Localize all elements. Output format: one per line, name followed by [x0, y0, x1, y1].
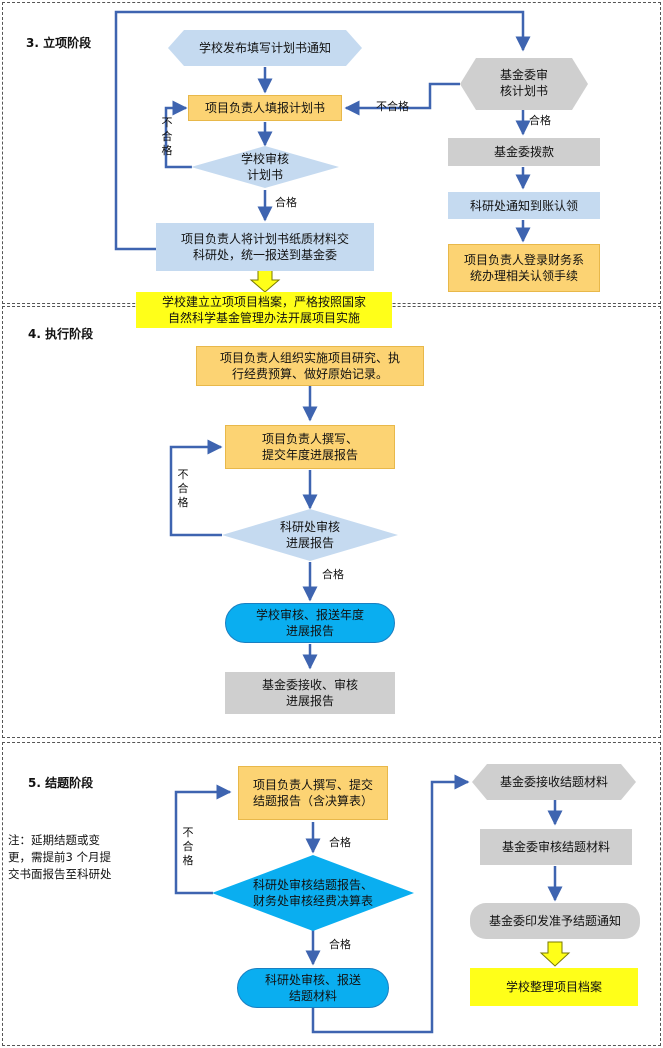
down-arrow-icon: [539, 941, 571, 967]
label-fail-fund: 不合格: [376, 100, 409, 113]
node-implement: 项目负责人组织实施项目研究、执 行经费预算、做好原始记录。: [196, 346, 424, 386]
section-stage5: [2, 742, 661, 1046]
node-fund-review: 基金委审 核计划书: [499, 68, 548, 98]
note-extension: 注：延期结题或变 更，需提前3 个月提 交书面报告至科研处: [8, 833, 112, 881]
node-finance-login: 项目负责人登录财务系 统办理相关认领手续: [448, 244, 600, 292]
node-school-submit: 学校审核、报送年度 进展报告: [225, 603, 395, 643]
node-fund-receive-report: 基金委接收、审核 进展报告: [225, 672, 395, 714]
node-write-report: 项目负责人撰写、 提交年度进展报告: [225, 425, 395, 469]
down-arrow-icon: [249, 269, 281, 293]
node-review-final: 科研处审核结题报告、 财务处审核经费决算表: [252, 878, 373, 908]
section-title-stage3: 3. 立项阶段: [26, 36, 92, 50]
node-notice: 学校发布填写计划书通知: [198, 41, 331, 55]
label-pass-school: 合格: [275, 196, 297, 209]
node-school-review: 学校审核 计划书: [240, 152, 289, 182]
node-fill-plan: 项目负责人填报计划书: [188, 95, 342, 121]
node-fund-approve: 基金委印发准予结题通知: [470, 903, 640, 939]
node-submit-paper: 项目负责人将计划书纸质材料交 科研处，统一报送到基金委: [156, 223, 374, 271]
notice-shape: [168, 30, 362, 66]
review-final-shape: [212, 855, 414, 931]
section-title-stage4: 4. 执行阶段: [28, 327, 94, 341]
label-pass-write: 合格: [329, 836, 351, 849]
section-title-stage5: 5. 结题阶段: [28, 776, 94, 790]
node-archive-start: 学校建立立项项目档案，严格按照国家 自然科学基金管理办法开展项目实施: [136, 292, 392, 328]
label-fail-report: 不 合 格: [177, 468, 189, 509]
node-write-final: 项目负责人撰写、提交 结题报告（含决算表）: [238, 766, 388, 820]
node-fund-review-final: 基金委审核结题材料: [480, 829, 632, 865]
fund-review-shape: [460, 58, 588, 110]
node-archive: 学校整理项目档案: [470, 968, 638, 1006]
label-pass-fund: 合格: [529, 114, 551, 127]
node-review-report: 科研处审核 进展报告: [279, 520, 340, 550]
review-report-shape: [222, 509, 398, 561]
node-arrival-notice: 科研处通知到账认领: [448, 192, 600, 219]
label-fail-plan: 不 合 格: [161, 116, 173, 157]
school-review-shape: [191, 146, 339, 188]
node-fund-allocate: 基金委拨款: [448, 138, 600, 166]
label-fail-final: 不 合 格: [182, 826, 194, 867]
node-submit-final: 科研处审核、报送 结题材料: [237, 968, 389, 1008]
fund-receive-shape: [472, 764, 636, 800]
label-pass-report: 合格: [322, 568, 344, 581]
label-pass-review: 合格: [329, 938, 351, 951]
node-fund-receive-final: 基金委接收结题材料: [499, 775, 608, 789]
